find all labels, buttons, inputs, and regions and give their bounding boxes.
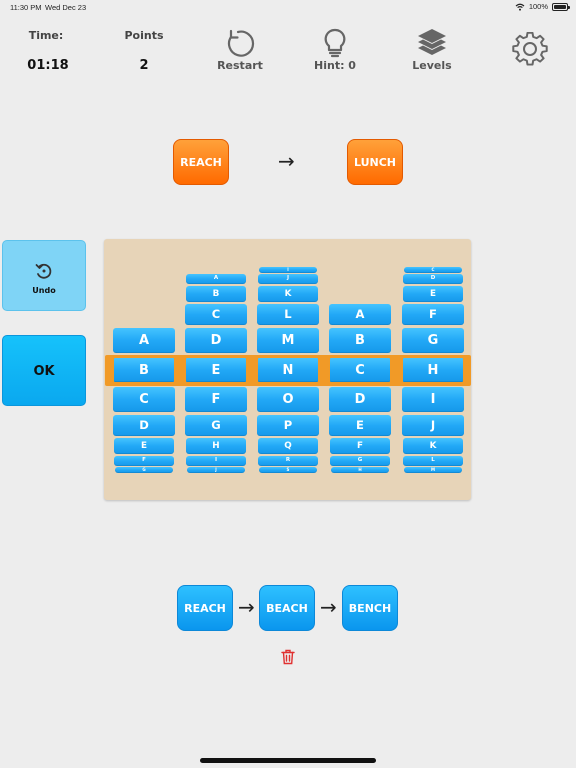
letter-tile[interactable]: A [112,328,176,353]
letter-tile[interactable]: B [185,286,247,302]
letter-tile[interactable]: C [112,387,176,412]
points-label: Points [124,29,164,42]
letter-tile[interactable]: D [184,328,248,353]
puzzle-arrow: → [278,149,295,173]
hint-button[interactable]: Hint: 0 [303,28,367,78]
letter-tile[interactable]: F [329,438,391,454]
target-word: LUNCH [347,139,403,185]
letter-tile[interactable]: B [112,356,176,384]
ok-button[interactable]: OK [2,335,86,406]
letter-tile[interactable]: C [328,356,392,384]
levels-button[interactable]: Levels [400,28,464,78]
letter-tile[interactable]: L [403,456,463,466]
gear-icon [512,32,548,66]
letter-tile[interactable]: F [114,456,174,466]
letter-tile[interactable]: E [329,415,391,436]
letter-tile[interactable]: D [403,274,463,284]
letter-tile[interactable]: A [329,304,391,325]
letter-tile[interactable]: Q [257,438,319,454]
status-date: Wed Dec 23 [45,3,87,12]
letter-tile[interactable]: P [257,415,319,436]
lightbulb-icon [324,28,346,58]
letter-tile[interactable]: J [402,415,464,436]
time-value: 01:18 [27,58,69,73]
letter-tile[interactable]: H [185,438,247,454]
home-indicator [200,758,376,763]
trash-icon [281,649,295,665]
letter-tile[interactable]: G [401,328,465,353]
letter-tile[interactable]: R [258,456,318,466]
status-bar: 11:30 PM Wed Dec 23 100% [0,0,576,14]
delete-button[interactable] [281,649,295,669]
letter-tile[interactable]: N [256,356,320,384]
letter-tile[interactable]: I [401,387,465,412]
start-word: REACH [173,139,229,185]
undo-button[interactable]: Undo [2,240,86,311]
letter-tile[interactable]: F [402,304,464,325]
letter-tile[interactable]: G [185,415,247,436]
chain-word-3[interactable]: BENCH [342,585,398,631]
status-time: 11:30 PM [10,3,42,12]
letter-tile[interactable]: C [404,267,462,273]
letter-tile[interactable]: J [187,467,245,473]
wifi-icon [515,3,525,11]
undo-icon [35,263,52,279]
letter-tile[interactable]: B [328,328,392,353]
letter-tile[interactable]: E [402,286,464,302]
letter-tile[interactable]: M [404,467,462,473]
chain-word-1[interactable]: REACH [177,585,233,631]
letter-tile[interactable]: G [330,456,390,466]
battery-icon [552,2,570,11]
letter-tile[interactable]: K [257,286,319,302]
letter-tile[interactable]: D [113,415,175,436]
letter-tile[interactable]: O [256,387,320,412]
letter-tile[interactable]: G [115,467,173,473]
letter-tile[interactable]: S [259,467,317,473]
letter-tile[interactable]: L [257,304,319,325]
letter-tile[interactable]: J [258,274,318,284]
letter-tile[interactable]: K [402,438,464,454]
letter-tile[interactable]: D [328,387,392,412]
battery-percent: 100% [528,2,548,11]
levels-label: Levels [412,59,452,72]
letter-tile[interactable]: E [113,438,175,454]
letter-tile[interactable]: I [259,267,317,273]
chain-word-2[interactable]: BEACH [259,585,315,631]
letter-tile[interactable]: C [185,304,247,325]
chain-arrow-1: → [238,595,255,619]
layers-icon [418,29,446,55]
letter-tile[interactable]: H [331,467,389,473]
settings-button[interactable] [498,32,562,82]
chain-arrow-2: → [320,595,337,619]
restart-icon [227,29,255,57]
restart-button[interactable]: Restart [208,28,272,78]
points-value: 2 [139,58,149,73]
letter-tile[interactable]: E [184,356,248,384]
letter-tile[interactable]: A [186,274,246,284]
hint-label: Hint: 0 [314,59,356,72]
undo-label: Undo [32,286,56,295]
letter-tile[interactable]: F [184,387,248,412]
letter-tile[interactable]: M [256,328,320,353]
letter-tile[interactable]: H [401,356,465,384]
status-right: 100% [515,2,570,11]
time-label: Time: [28,29,64,42]
letter-tile[interactable]: I [186,456,246,466]
restart-label: Restart [217,59,263,72]
